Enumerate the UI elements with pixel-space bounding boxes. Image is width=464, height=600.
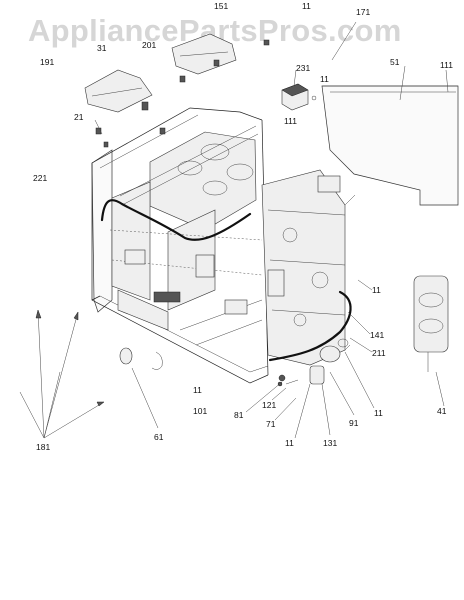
- cabinet-body: [91, 107, 269, 384]
- rear-panel: [321, 85, 459, 206]
- callout-231: 231: [296, 63, 310, 73]
- callout-221: 221: [33, 173, 47, 183]
- callout-41: 41: [437, 406, 447, 416]
- lower-parts: [119, 338, 349, 387]
- callout-201: 201: [142, 40, 156, 50]
- callout-11-e: 11: [374, 408, 383, 418]
- callout-11-b: 11: [372, 285, 381, 295]
- wire-harness-right: [268, 290, 352, 362]
- callout-111-right: 111: [440, 60, 453, 70]
- callout-61: 61: [154, 432, 164, 442]
- callout-labels: 151 11 171 31 201 191 231 11 51 111 21 1…: [33, 1, 453, 452]
- callout-101: 101: [193, 406, 207, 416]
- callout-191: 191: [40, 57, 54, 67]
- callout-31: 31: [97, 43, 107, 53]
- callout-21: 21: [74, 112, 84, 122]
- upper-brackets: [84, 33, 270, 148]
- callout-91: 91: [349, 418, 359, 428]
- blower-assembly: [413, 275, 449, 372]
- callout-51: 51: [390, 57, 400, 67]
- callout-11-a: 11: [320, 74, 329, 84]
- callout-211: 211: [372, 348, 386, 358]
- callout-11-top: 11: [302, 1, 311, 11]
- callout-131: 131: [323, 438, 337, 448]
- callout-11-c: 11: [193, 385, 202, 395]
- callout-141: 141: [370, 330, 384, 340]
- right-mechanism: [261, 169, 356, 366]
- relay-box: [281, 83, 317, 111]
- callout-111-mid: 111: [284, 116, 297, 126]
- wire-harness-top: [100, 199, 252, 241]
- callout-81: 81: [234, 410, 244, 420]
- callout-121: 121: [262, 400, 276, 410]
- leader-lines: [19, 21, 449, 439]
- callout-171: 171: [356, 7, 370, 17]
- callout-151: 151: [214, 1, 228, 11]
- callout-11-d: 11: [285, 438, 294, 448]
- callout-71: 71: [266, 419, 276, 429]
- callout-181: 181: [36, 442, 50, 452]
